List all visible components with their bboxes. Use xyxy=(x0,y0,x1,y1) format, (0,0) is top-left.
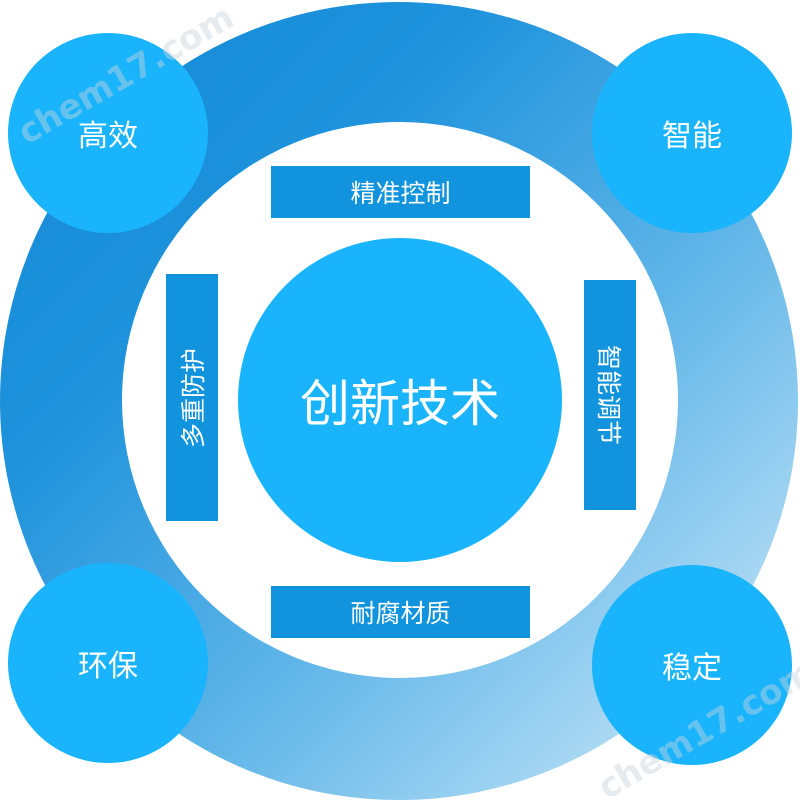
corner-circle-bottom-left: 环保 xyxy=(8,563,208,763)
corner-label: 高效 xyxy=(78,119,138,154)
corner-label: 智能 xyxy=(662,119,722,154)
corner-label: 稳定 xyxy=(662,651,722,686)
center-label: 创新技术 xyxy=(300,375,500,433)
bar-label: 耐腐材质 xyxy=(350,599,451,628)
bar-bottom: 耐腐材质 xyxy=(271,586,530,638)
bar-label: 精准控制 xyxy=(350,179,451,208)
bar-left: 多重防护 xyxy=(166,274,218,521)
corner-circle-top-left: 高效 xyxy=(8,33,208,233)
bar-top: 精准控制 xyxy=(271,166,530,218)
bar-right: 智能调节 xyxy=(584,280,636,510)
bar-label: 智能调节 xyxy=(594,344,624,446)
corner-circle-bottom-right: 稳定 xyxy=(592,565,792,765)
center-circle: 创新技术 xyxy=(238,238,562,562)
corner-circle-top-right: 智能 xyxy=(592,33,792,233)
corner-label: 环保 xyxy=(78,649,138,684)
bar-label: 多重防护 xyxy=(179,347,209,448)
